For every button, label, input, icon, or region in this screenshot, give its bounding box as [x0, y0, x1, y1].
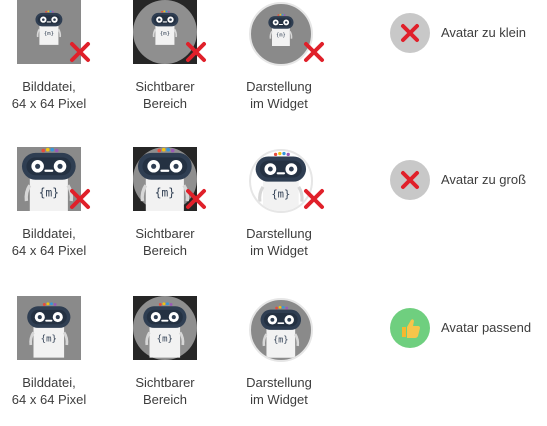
x-mark-icon: [401, 171, 419, 189]
status-circle: [390, 308, 430, 348]
status-label: Avatar zu groß: [441, 172, 527, 187]
status-label: Avatar passend: [441, 320, 532, 335]
error-x-icon: [70, 189, 90, 209]
image-file-thumbnail: [17, 147, 81, 211]
widget-preview-thumbnail: [249, 298, 313, 362]
status-circle: [390, 160, 430, 200]
image-file-caption: Bilddatei,64 x 64 Pixel: [11, 226, 87, 258]
thumbs-up-icon: [402, 319, 420, 338]
image-file-caption: Bilddatei,64 x 64 Pixel: [11, 79, 87, 111]
error-x-icon: [186, 42, 206, 62]
visible-area-thumbnail: [133, 0, 197, 64]
error-x-icon: [70, 42, 90, 62]
widget-preview-thumbnail: [249, 149, 313, 213]
status-circle: [390, 13, 430, 53]
image-file-caption: Bilddatei,64 x 64 Pixel: [11, 375, 87, 407]
widget-preview-thumbnail: [249, 2, 313, 66]
visible-area-thumbnail: [133, 147, 197, 211]
error-x-icon: [304, 189, 324, 209]
status-too-small: Avatar zu klein: [390, 13, 547, 53]
status-fitting: Avatar passend: [390, 308, 547, 348]
image-file-thumbnail: [17, 296, 81, 360]
visible-area-thumbnail: [133, 296, 197, 360]
image-file-thumbnail: [17, 0, 81, 64]
status-too-big: Avatar zu groß: [390, 160, 547, 200]
error-x-icon: [186, 189, 206, 209]
status-label: Avatar zu klein: [441, 25, 527, 40]
error-x-icon: [304, 42, 324, 62]
x-mark-icon: [401, 24, 419, 42]
